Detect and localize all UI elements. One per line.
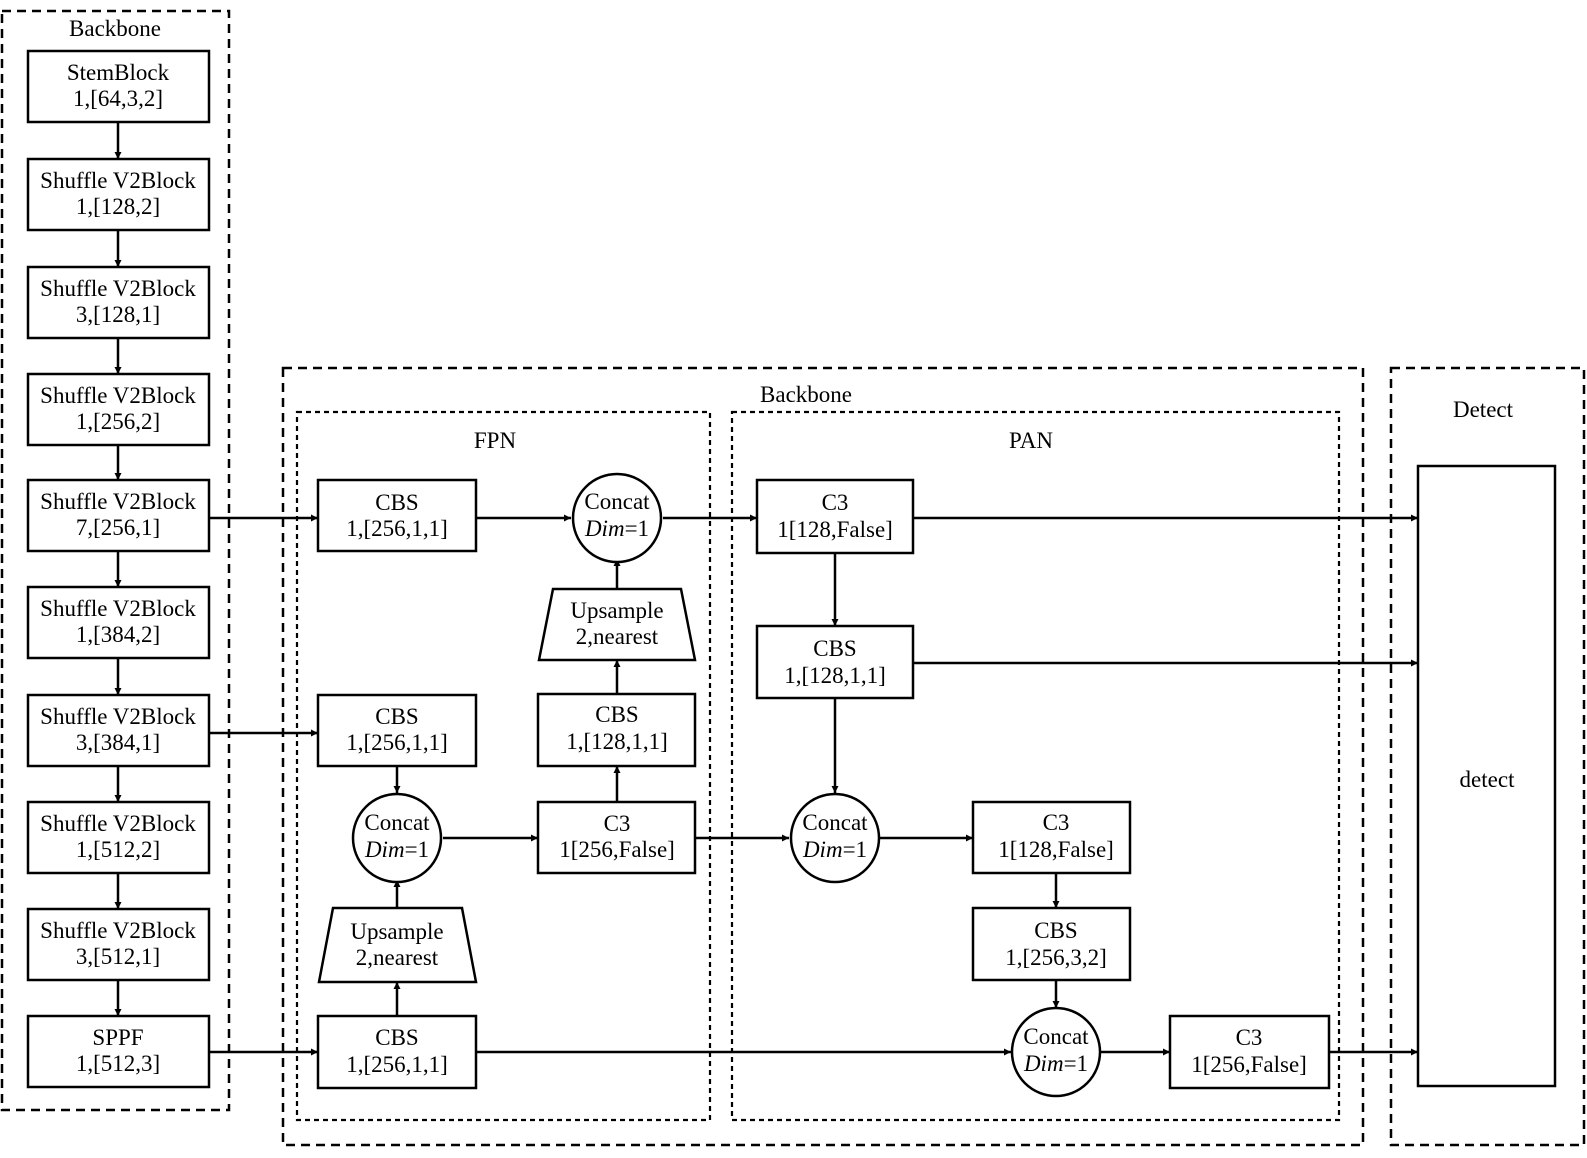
fpn-upsample-bottom: Upsample 2,nearest [317,906,478,984]
pan-title: PAN [1009,428,1053,453]
node-param: 1[128,False] [998,837,1114,862]
backbone-block-shuffle-7: Shuffle V2Block 1,[512,2] [26,800,211,875]
fpn-cbs-mid-right: CBS 1,[128,1,1] [536,692,697,768]
fpn-frame: FPN [295,410,712,1122]
block-param: 1,[384,2] [76,622,160,647]
block-name: Shuffle V2Block [40,811,196,836]
fpn-upsample-top: Upsample 2,nearest [537,587,697,662]
pan-cbs-top: CBS 1,[128,1,1] [755,624,915,700]
backbone-left-title: Backbone [69,16,161,41]
detect-block: detect [1416,464,1557,1088]
concat-dim: Dim=1 [584,516,649,541]
node-param: 1[256,False] [559,837,675,862]
fpn-concat-top: Concat Dim=1 [571,472,663,564]
backbone-block-shuffle-4: Shuffle V2Block 7,[256,1] [26,478,211,553]
node-param: 2,nearest [356,945,439,970]
block-param: 1,[256,2] [76,409,160,434]
block-param: 3,[512,1] [76,944,160,969]
node-name: CBS [1034,918,1077,943]
block-name: Shuffle V2Block [40,489,196,514]
detect-frame: Detect [1389,366,1586,1147]
backbone-block-stem: StemBlock 1,[64,3,2] [26,49,211,124]
pan-c3-bottom: C3 1[256,False] [1168,1014,1331,1090]
node-param: 2,nearest [576,624,659,649]
backbone-block-shuffle-2: Shuffle V2Block 3,[128,1] [26,265,211,340]
pan-cbs-mid: CBS 1,[256,3,2] [971,906,1132,982]
detect-title: Detect [1453,397,1514,422]
block-name: Shuffle V2Block [40,704,196,729]
block-param: 1,[512,2] [76,837,160,862]
backbone-left-frame: Backbone [0,9,231,1112]
node-name: CBS [375,704,418,729]
block-param: 3,[384,1] [76,730,160,755]
node-name: CBS [813,636,856,661]
backbone-block-shuffle-3: Shuffle V2Block 1,[256,2] [26,372,211,447]
backbone-block-shuffle-6: Shuffle V2Block 3,[384,1] [26,693,211,768]
block-param: 7,[256,1] [76,515,160,540]
connections [114,122,1418,1056]
node-name: Upsample [350,919,443,944]
block-name: Shuffle V2Block [40,276,196,301]
node-name: C3 [822,490,849,515]
node-param: 1,[256,3,2] [1005,945,1107,970]
backbone-block-shuffle-1: Shuffle V2Block 1,[128,2] [26,157,211,232]
backbone-block-shuffle-8: Shuffle V2Block 3,[512,1] [26,907,211,982]
block-name: Shuffle V2Block [40,918,196,943]
fpn-c3-mid: C3 1[256,False] [536,800,697,875]
block-name: Shuffle V2Block [40,168,196,193]
block-name: Shuffle V2Block [40,596,196,621]
pan-c3-top: C3 1[128,False] [755,478,915,555]
node-name: Concat [364,810,430,835]
block-name: StemBlock [67,60,170,85]
block-param: 1,[64,3,2] [73,86,163,111]
node-name: CBS [375,1025,418,1050]
fpn-title: FPN [474,428,517,453]
block-param: 1,[512,3] [76,1051,160,1076]
detect-label: detect [1460,767,1516,792]
node-name: CBS [375,490,418,515]
concat-dim: Dim=1 [364,837,429,862]
concat-dim: Dim=1 [802,837,867,862]
fpn-cbs-bottom: CBS 1,[256,1,1] [316,1014,478,1090]
fpn-cbs-mid: CBS 1,[256,1,1] [316,693,478,768]
node-name: Concat [1023,1024,1089,1049]
pan-frame: PAN [730,410,1341,1122]
node-param: 1[256,False] [1191,1052,1307,1077]
node-param: 1,[128,1,1] [784,663,886,688]
block-param: 3,[128,1] [76,302,160,327]
fpn-concat-mid: Concat Dim=1 [351,792,443,884]
fpn-cbs-top: CBS 1,[256,1,1] [316,478,478,553]
node-param: 1,[128,1,1] [566,729,668,754]
node-name: C3 [1236,1025,1263,1050]
pan-c3-mid: C3 1[128,False] [971,800,1132,875]
backbone-block-shuffle-5: Shuffle V2Block 1,[384,2] [26,585,211,660]
block-name: SPPF [92,1025,143,1050]
node-name: CBS [595,702,638,727]
node-param: 1,[256,1,1] [346,730,448,755]
concat-dim: Dim=1 [1023,1051,1088,1076]
backbone-block-sppf: SPPF 1,[512,3] [26,1014,211,1089]
node-name: C3 [604,811,631,836]
neck-frame: Backbone [281,366,1365,1147]
node-param: 1[128,False] [777,517,893,542]
node-name: C3 [1043,810,1070,835]
node-param: 1,[256,1,1] [346,1052,448,1077]
neck-title: Backbone [760,382,852,407]
node-name: Concat [584,489,650,514]
node-name: Concat [802,810,868,835]
block-name: Shuffle V2Block [40,383,196,408]
pan-concat-mid: Concat Dim=1 [789,792,881,884]
pan-concat-bottom: Concat Dim=1 [1010,1006,1102,1098]
block-param: 1,[128,2] [76,194,160,219]
node-name: Upsample [570,598,663,623]
node-param: 1,[256,1,1] [346,516,448,541]
